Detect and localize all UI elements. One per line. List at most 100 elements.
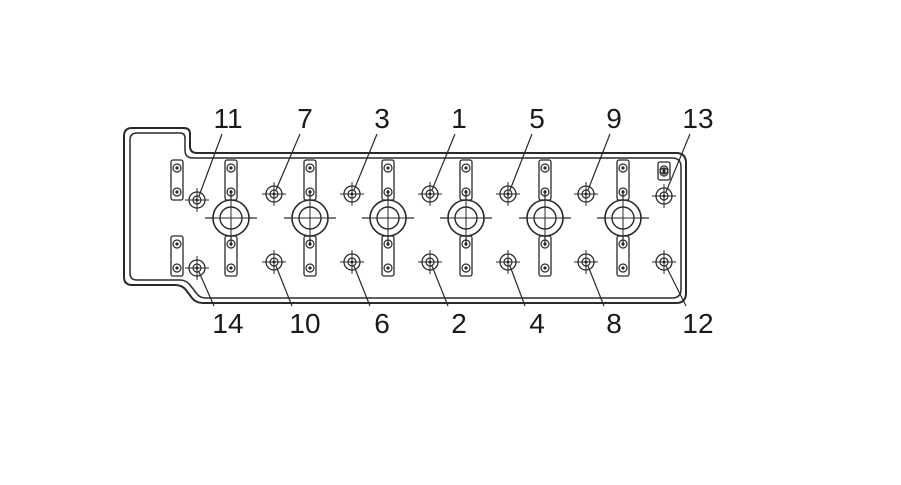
- bolt-bottom-2-inner: [269, 257, 279, 267]
- leader-top-1: [198, 133, 223, 197]
- leader-bottom-3: [353, 265, 371, 307]
- cap-hole-center: [175, 190, 179, 194]
- bolt-bottom-6-inner: [581, 257, 591, 267]
- cap-hole: [305, 163, 315, 173]
- cap-hole-center: [175, 242, 179, 246]
- cap-hole: [540, 263, 550, 273]
- leader-lines: [198, 133, 691, 307]
- cap-hole-center: [543, 166, 547, 170]
- leader-bottom-6: [587, 265, 605, 307]
- bolt-top-3-inner: [347, 189, 357, 199]
- leader-top-6: [587, 133, 611, 191]
- bolt-top-5: [499, 185, 517, 203]
- bolt-top-4: [421, 185, 439, 203]
- leader-top-7: [665, 133, 691, 193]
- bolt-top-6: [577, 185, 595, 203]
- bolt-top-3: [343, 185, 361, 203]
- bolt-bottom-1-center: [195, 266, 199, 270]
- leader-bottom-1: [198, 271, 215, 307]
- cap-hole-center: [175, 166, 179, 170]
- bolt-label-bottom-4: 2: [451, 308, 467, 339]
- bolt-bottom-7: [655, 253, 673, 271]
- bolt-label-bottom-5: 4: [529, 308, 545, 339]
- leader-bottom-2: [275, 265, 293, 307]
- leader-bottom-5: [509, 265, 526, 307]
- leader-bottom-7: [665, 265, 687, 307]
- bolt-label-top-1: 11: [213, 103, 242, 134]
- bolt-top-5-inner: [503, 189, 513, 199]
- leader-top-4: [431, 133, 456, 191]
- bolt-bottom-7-center: [662, 260, 666, 264]
- cap-hole-center: [464, 266, 468, 270]
- camshaft-journals: [205, 190, 649, 246]
- bolt-label-top-2: 7: [297, 103, 313, 134]
- cap-hole: [540, 163, 550, 173]
- cap-hole-center: [386, 166, 390, 170]
- bolt-bottom-6: [577, 253, 595, 271]
- bolt-bottom-3-inner: [347, 257, 357, 267]
- end-cap-lower: [170, 235, 184, 277]
- bolt-top-1-inner: [192, 195, 202, 205]
- bolt-top-6-center: [584, 192, 588, 196]
- bolt-bottom-2-center: [272, 260, 276, 264]
- bolt-top-4-inner: [425, 189, 435, 199]
- cap-hole-center: [308, 166, 312, 170]
- bolt-top-3-center: [350, 192, 354, 196]
- cap-hole-center: [308, 266, 312, 270]
- cap-hole: [618, 163, 628, 173]
- bolt-top-4-center: [428, 192, 432, 196]
- cap-hole-center: [386, 266, 390, 270]
- bolt-top-1: [188, 191, 206, 209]
- bolt-label-top-4: 1: [451, 103, 467, 134]
- bolt-bottom-1: [188, 259, 206, 277]
- bolt-bottom-5: [499, 253, 517, 271]
- bolt-top-2: [265, 185, 283, 203]
- cap-hole: [659, 167, 669, 177]
- bolt-top-5-center: [506, 192, 510, 196]
- cover-outline-outer: [123, 127, 687, 304]
- cap-hole: [461, 163, 471, 173]
- cap-hole: [172, 163, 182, 173]
- cover-bolts: [185, 182, 676, 280]
- bolt-bottom-4-center: [428, 260, 432, 264]
- cap-hole: [383, 163, 393, 173]
- bolt-label-top-3: 3: [374, 103, 390, 134]
- bolt-label-top-7: 13: [682, 103, 713, 134]
- leader-top-2: [275, 133, 301, 191]
- cap-hole-center: [175, 266, 179, 270]
- leader-top-5: [509, 133, 533, 191]
- cap-hole: [618, 263, 628, 273]
- cap-hole: [226, 263, 236, 273]
- cap-hole: [172, 187, 182, 197]
- cap-hole-center: [229, 166, 233, 170]
- bolt-label-bottom-1: 14: [212, 308, 243, 339]
- bolt-bottom-4-inner: [425, 257, 435, 267]
- bolt-label-bottom-6: 8: [606, 308, 622, 339]
- bolt-label-top-6: 9: [606, 103, 622, 134]
- bolt-bottom-4: [421, 253, 439, 271]
- bolt-top-2-center: [272, 192, 276, 196]
- cap-hole-center: [464, 166, 468, 170]
- bolt-top-6-inner: [581, 189, 591, 199]
- bolt-label-bottom-7: 12: [682, 308, 713, 339]
- bolt-bottom-1-inner: [192, 263, 202, 273]
- cap-hole: [172, 263, 182, 273]
- bolt-top-7: [655, 187, 673, 205]
- cap-hole-center: [621, 166, 625, 170]
- bolt-label-bottom-3: 6: [374, 308, 390, 339]
- bolt-bottom-7-inner: [659, 257, 669, 267]
- end-cap-upper: [170, 159, 184, 201]
- bolt-bottom-3-center: [350, 260, 354, 264]
- cover-outline-inner: [129, 132, 682, 299]
- bolt-top-7-inner: [659, 191, 669, 201]
- bolt-bottom-5-inner: [503, 257, 513, 267]
- cap-hole-center: [621, 266, 625, 270]
- leader-bottom-4: [431, 265, 449, 307]
- cap-hole: [383, 263, 393, 273]
- cap-hole-center: [229, 266, 233, 270]
- bolt-top-1-center: [195, 198, 199, 202]
- leader-top-3: [353, 133, 378, 191]
- cap-hole: [305, 263, 315, 273]
- bolt-top-7-center: [662, 194, 666, 198]
